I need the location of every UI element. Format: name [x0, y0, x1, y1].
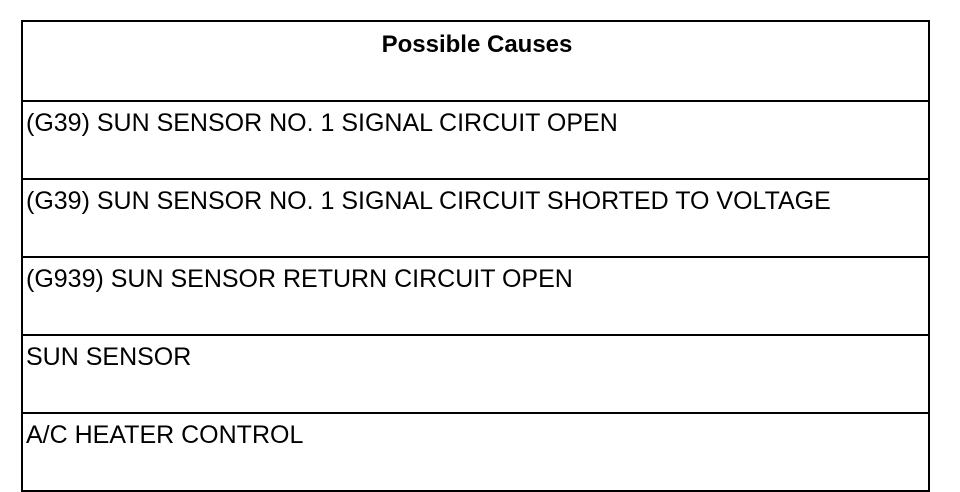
possible-causes-table: Possible Causes (G39) SUN SENSOR NO. 1 S…	[21, 20, 930, 492]
table-header-row: Possible Causes	[21, 20, 930, 102]
table-row: (G939) SUN SENSOR RETURN CIRCUIT OPEN	[21, 256, 930, 336]
table-row: (G39) SUN SENSOR NO. 1 SIGNAL CIRCUIT OP…	[21, 100, 930, 180]
table-row: (G39) SUN SENSOR NO. 1 SIGNAL CIRCUIT SH…	[21, 178, 930, 258]
cause-cell: (G39) SUN SENSOR NO. 1 SIGNAL CIRCUIT SH…	[21, 178, 930, 258]
table-row: A/C HEATER CONTROL	[21, 412, 930, 492]
cause-cell: SUN SENSOR	[21, 334, 930, 414]
cause-cell: A/C HEATER CONTROL	[21, 412, 930, 492]
cause-cell: (G39) SUN SENSOR NO. 1 SIGNAL CIRCUIT OP…	[21, 100, 930, 180]
cause-cell: (G939) SUN SENSOR RETURN CIRCUIT OPEN	[21, 256, 930, 336]
table-row: SUN SENSOR	[21, 334, 930, 414]
table-header: Possible Causes	[21, 20, 930, 102]
